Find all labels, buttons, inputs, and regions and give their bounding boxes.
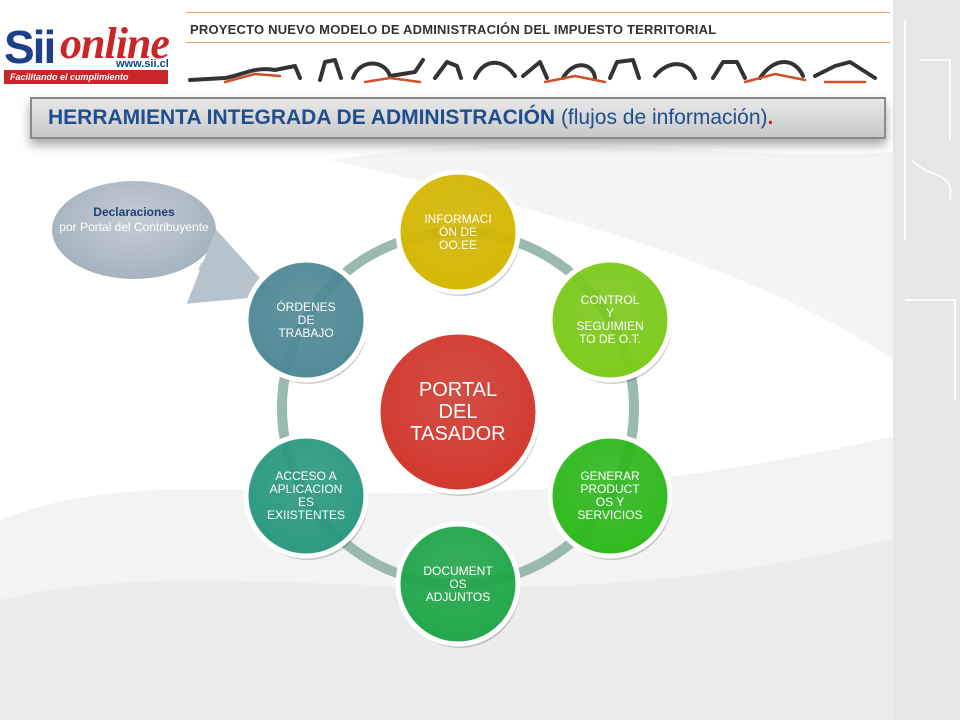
slide-title-dot: . (767, 106, 774, 129)
node-documentos-label: DOCUMENT OS ADJUNTOS (423, 563, 493, 604)
slide-title-bar: HERRAMIENTA INTEGRADA DE ADMINISTRACIÓN … (30, 97, 886, 139)
node-ordenes-circle (243, 257, 369, 383)
slide-title: HERRAMIENTA INTEGRADA DE ADMINISTRACIÓN … (48, 106, 773, 130)
node-acceso-label: ACCESO A APLICACION ES EXIISTENTES (266, 469, 346, 522)
center-portal-del-tasador-label: PORTAL DEL TASADOR (410, 379, 506, 445)
callout-rest: por Portal del Contribuyente (59, 220, 209, 234)
node-generar-label: GENERAR PRODUCT OS Y SERVICIOS (577, 469, 643, 522)
logo-sii: Sii (4, 21, 56, 73)
node-informacion-label: INFORMACI ÓN DE OO.EE (424, 211, 492, 252)
sii-online-logo: Sii online www.sii.cl Facilitando el cum… (4, 14, 180, 96)
logo-online: online (60, 19, 170, 68)
node-ordenes-label: ÓRDENES DE TRABAJO (276, 299, 336, 340)
node-control-label: CONTROL Y SEGUIMIEN TO DE O.T. (576, 293, 644, 346)
node-acceso-circle (243, 433, 369, 559)
callout-arrow (186, 229, 276, 304)
logo-url: www.sii.cl (116, 58, 169, 70)
skyline-decoration (188, 58, 877, 84)
callout-bold: Declaraciones (93, 205, 175, 219)
header-title: PROYECTO NUEVO MODELO DE ADMINISTRACIÓN … (190, 22, 717, 37)
node-control-circle (547, 257, 673, 383)
header-line-top (186, 12, 890, 13)
node-documentos-circle (395, 521, 521, 647)
header-line-bottom (186, 42, 890, 43)
center-portal-del-tasador-circle (375, 329, 541, 495)
slide-title-main: HERRAMIENTA INTEGRADA DE ADMINISTRACIÓN (48, 106, 556, 129)
node-informacion-circle (395, 169, 521, 295)
slide-title-sub: (flujos de información) (555, 106, 768, 129)
logo-tagline: Facilitando el cumplimiento tributario (4, 70, 168, 96)
node-generar-circle (547, 433, 673, 559)
